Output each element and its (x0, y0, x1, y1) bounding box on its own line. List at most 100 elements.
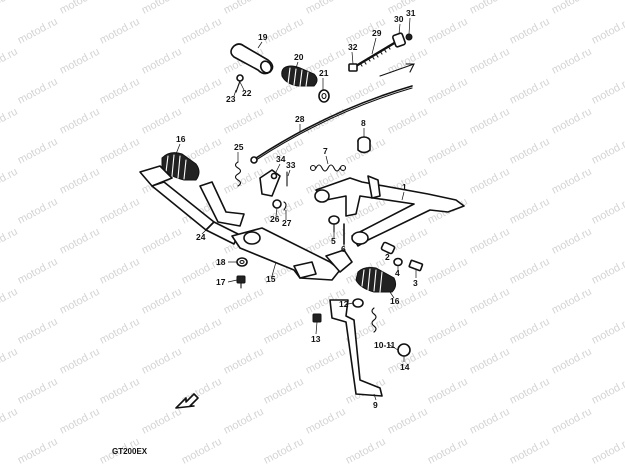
callout-21: 21 (319, 68, 329, 78)
spring-12 (371, 307, 377, 333)
watermark-text: motod.ru (426, 436, 470, 467)
watermark-text: motod.ru (58, 286, 102, 317)
callout-2: 2 (385, 252, 390, 262)
watermark-text: motod.ru (344, 436, 388, 467)
watermark-text: motod.ru (0, 406, 20, 437)
watermark-text: motod.ru (222, 166, 266, 197)
bolt-17 (236, 275, 246, 289)
watermark-text: motod.ru (16, 196, 60, 227)
watermark-text: motod.ru (508, 136, 552, 167)
watermark-text: motod.ru (140, 46, 184, 77)
pin-22-23 (235, 74, 244, 93)
footrest-rubber-20 (281, 65, 318, 87)
threaded-rod-29 (354, 40, 398, 68)
callout-labels: 19 20 21 22 23 29 30 31 32 28 8 7 16 25 … (176, 8, 418, 410)
watermark-text: motod.ru (140, 286, 184, 317)
watermark-text: motod.ru (58, 166, 102, 197)
watermark-text: motod.ru (98, 316, 142, 347)
watermark-text: motod.ru (262, 436, 306, 467)
callout-7: 7 (323, 146, 328, 156)
callout-17: 17 (216, 277, 226, 287)
stand-rubber-16 (355, 267, 397, 293)
watermark-text: motod.ru (468, 166, 512, 197)
watermark-text: motod.ru (426, 16, 470, 47)
watermark-text: motod.ru (426, 256, 470, 287)
watermark-text: motod.ru (550, 0, 594, 17)
watermark-text: motod.ru (550, 226, 594, 257)
watermark-text: motod.ru (16, 136, 60, 167)
watermark-text: motod.ru (58, 406, 102, 437)
watermark-text: motod.ru (0, 226, 20, 257)
callout-1: 1 (402, 182, 407, 192)
leader-lines (175, 17, 417, 401)
watermark-text: motod.ru (16, 76, 60, 107)
rubber-cap-14 (397, 343, 411, 357)
watermark-text: motod.ru (426, 376, 470, 407)
watermark-text: motod.ru (16, 256, 60, 287)
watermark-text: motod.ru (58, 46, 102, 77)
watermark-text: motod.ru (468, 226, 512, 257)
watermark-text: motod.ru (590, 256, 625, 287)
watermark-text: motod.ru (590, 316, 625, 347)
nut-32 (348, 63, 358, 72)
watermark-text: motod.ru (140, 406, 184, 437)
callout-14: 14 (400, 362, 410, 372)
main-stand-1 (314, 175, 465, 247)
nut-13 (312, 313, 322, 323)
callout-29: 29 (372, 28, 382, 38)
adjuster-30-31 (392, 32, 413, 48)
watermark-text: motod.ru (180, 16, 224, 47)
callout-12: 12 (339, 299, 349, 309)
callout-19: 19 (258, 32, 268, 42)
watermark-text: motod.ru (222, 406, 266, 437)
watermark-text: motod.ru (140, 226, 184, 257)
washer-18 (236, 257, 248, 267)
watermark-text: motod.ru (262, 316, 306, 347)
watermark-text: motod.ru (180, 316, 224, 347)
front-arrow-icon (175, 393, 199, 409)
watermark-text: motod.ru (16, 16, 60, 47)
bracket-33-34 (259, 169, 288, 197)
callout-15: 15 (266, 274, 276, 284)
callout-26: 26 (270, 214, 280, 224)
watermark-text: motod.ru (262, 16, 306, 47)
watermark-text: motod.ru (98, 136, 142, 167)
washer-4 (393, 257, 403, 267)
watermark-text: motod.ru (508, 196, 552, 227)
watermark-text: motod.ru (426, 136, 470, 167)
bolt-3 (408, 259, 424, 272)
watermark-text: motod.ru (386, 406, 430, 437)
watermark-text: motod.ru (16, 436, 60, 467)
watermark-text: motod.ru (180, 436, 224, 467)
watermark-text: motod.ru (508, 76, 552, 107)
callout-27: 27 (282, 218, 292, 228)
callout-23: 23 (226, 94, 236, 104)
watermark-text: motod.ru (0, 166, 20, 197)
callout-24: 24 (196, 232, 206, 242)
pin-12 (352, 298, 364, 308)
watermark-text: motod.ru (0, 346, 20, 377)
brake-pedal-24 (139, 165, 245, 245)
watermark-text: motod.ru (590, 16, 625, 47)
callout-22: 22 (242, 88, 252, 98)
watermark-text: motod.ru (16, 376, 60, 407)
callout-34: 34 (276, 154, 286, 164)
watermark-text: motod.ru (0, 286, 20, 317)
callout-8: 8 (361, 118, 366, 128)
watermark-text: motod.ru (222, 0, 266, 17)
callout-10-11: 10-11 (374, 340, 396, 350)
watermark-text: motod.ru (58, 346, 102, 377)
watermark-text: motod.ru (508, 316, 552, 347)
watermark-text: motod.ru (508, 436, 552, 467)
watermark-text: motod.ru (508, 376, 552, 407)
watermark-text: motod.ru (140, 106, 184, 137)
watermark-text: motod.ru (222, 106, 266, 137)
watermark-text: motod.ru (140, 0, 184, 17)
spring-7 (309, 164, 347, 172)
callout-9: 9 (373, 400, 378, 410)
footrest-rubber-19 (230, 43, 274, 75)
watermark-text: motod.ru (590, 136, 625, 167)
watermark-text: motod.ru (426, 316, 470, 347)
